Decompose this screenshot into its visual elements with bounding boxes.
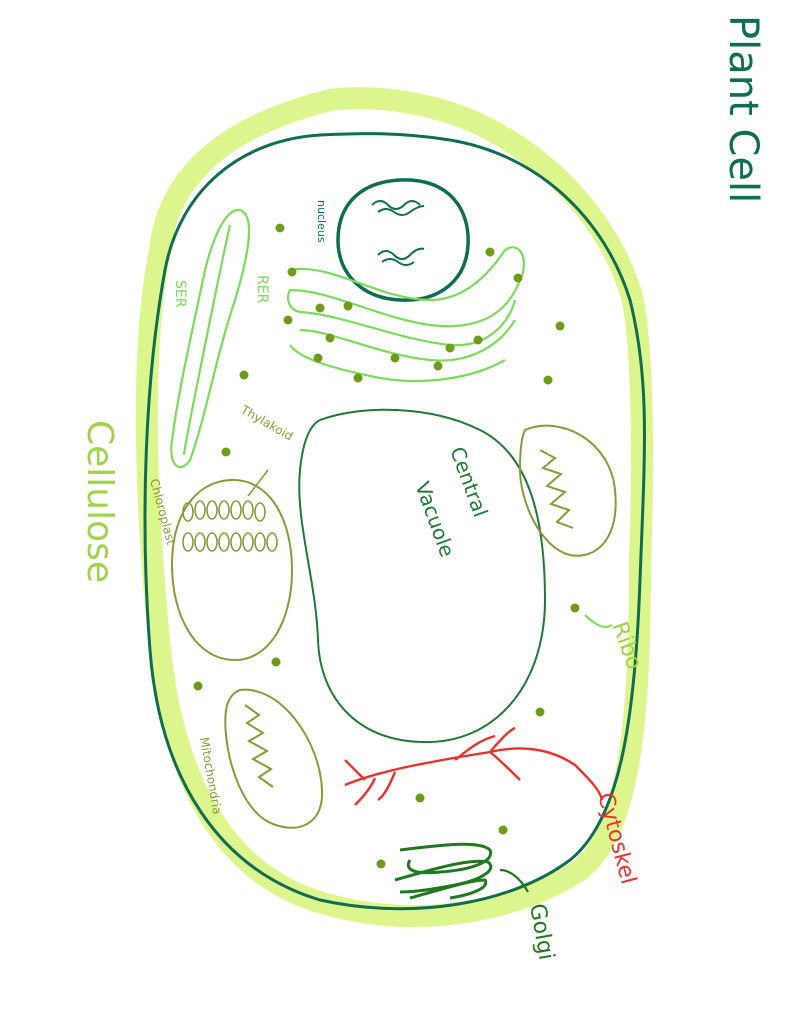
mitochondrion-right [518, 424, 617, 557]
thylakoid-pointer [247, 469, 269, 497]
cell-wall [135, 87, 653, 928]
cellulose-label: Cellulose [79, 420, 120, 583]
ribosomes [193, 223, 580, 869]
chromatin [381, 258, 415, 266]
thylakoid-label: Thylakoid [238, 402, 296, 443]
cell-membrane [143, 132, 646, 911]
nucleus-envelope [336, 178, 470, 302]
chromatin [371, 200, 421, 210]
cytoskeleton [344, 726, 604, 806]
nucleus-label: nucleus [315, 200, 328, 243]
golgi-apparatus [394, 842, 529, 900]
chloroplast [170, 469, 294, 662]
vacuole-label-line2: Vacuole [410, 479, 459, 561]
page-title: Plant Cell [720, 15, 766, 203]
chromatin [377, 247, 425, 260]
smooth-er [170, 208, 251, 468]
central-vacuole [298, 408, 547, 744]
thylakoid-stack [182, 500, 278, 552]
vacuole-label-line1: Central [445, 444, 492, 521]
golgi-label: Golgi [524, 902, 558, 962]
chromatin [377, 205, 425, 216]
ser-label: SER [172, 280, 188, 308]
rough-er [286, 246, 526, 383]
chloroplast-membrane [170, 478, 294, 662]
ribo-pointer [584, 614, 613, 628]
golgi-pointer [499, 868, 529, 893]
rer-label: RER [254, 275, 270, 304]
nucleus [336, 178, 470, 302]
mitochondrion-left [224, 688, 324, 829]
